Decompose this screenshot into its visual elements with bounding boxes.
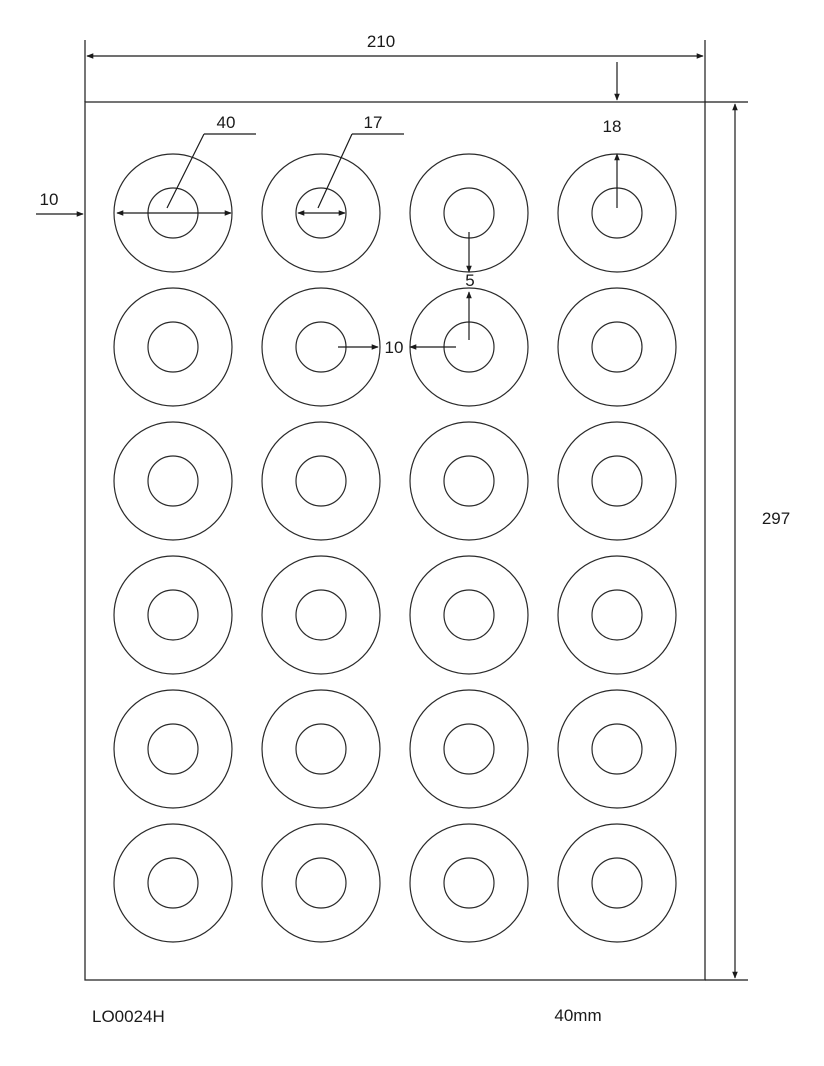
label-circle: [261, 689, 381, 809]
label-circle: [557, 823, 677, 943]
label-center-hole: [295, 455, 347, 507]
label-outer-ring: [557, 823, 677, 943]
label-center-hole: [147, 723, 199, 775]
label-circle: [557, 421, 677, 541]
label-circle: [113, 421, 233, 541]
label-center-hole: [443, 857, 495, 909]
label-circle: [557, 287, 677, 407]
hole-diameter-label: 17: [364, 113, 383, 132]
label-circle: [261, 823, 381, 943]
label-outer-ring: [113, 689, 233, 809]
label-center-hole: [295, 857, 347, 909]
label-outer-ring: [113, 823, 233, 943]
label-center-hole: [147, 321, 199, 373]
label-center-hole: [295, 723, 347, 775]
label-outer-ring: [261, 689, 381, 809]
label-circle: [557, 689, 677, 809]
label-diameter-label: 40: [217, 113, 236, 132]
label-outer-ring: [261, 153, 381, 273]
label-outer-ring: [409, 421, 529, 541]
label-center-hole: [295, 187, 347, 239]
label-circle: [409, 555, 529, 675]
width-label: 210: [367, 32, 395, 51]
horizontal-gap-label: 10: [385, 338, 404, 357]
label-center-hole: [591, 321, 643, 373]
label-outer-ring: [261, 823, 381, 943]
label-outer-ring: [409, 823, 529, 943]
label-diameter-dimension: [116, 133, 256, 216]
label-outer-ring: [113, 555, 233, 675]
label-center-hole: [443, 187, 495, 239]
vertical-gap-label: 5: [465, 271, 474, 290]
width-dimension: [84, 40, 706, 102]
label-center-hole: [591, 589, 643, 641]
label-outer-ring: [261, 421, 381, 541]
label-circle: [113, 555, 233, 675]
label-center-hole: [147, 589, 199, 641]
label-center-hole: [591, 723, 643, 775]
label-circle: [409, 421, 529, 541]
label-circle: [113, 287, 233, 407]
label-center-hole: [443, 455, 495, 507]
label-outer-ring: [557, 689, 677, 809]
label-center-hole: [591, 455, 643, 507]
label-outer-ring: [261, 555, 381, 675]
height-label: 297: [762, 509, 790, 528]
height-dimension: [705, 101, 748, 981]
label-circle: [261, 421, 381, 541]
label-center-hole: [443, 723, 495, 775]
sheet-outline: [84, 101, 706, 981]
label-center-hole: [295, 589, 347, 641]
label-circle: [409, 689, 529, 809]
label-center-hole: [147, 857, 199, 909]
label-outer-ring: [557, 555, 677, 675]
label-outer-ring: [409, 689, 529, 809]
label-size: 40mm: [554, 1006, 601, 1025]
label-circle: [409, 823, 529, 943]
product-code: LO0024H: [92, 1007, 165, 1026]
label-circle: [557, 555, 677, 675]
label-grid: [113, 153, 677, 943]
label-outer-ring: [113, 153, 233, 273]
label-circle: [113, 689, 233, 809]
label-outer-ring: [557, 287, 677, 407]
hole-diameter-dimension: [297, 133, 404, 216]
top-margin-label: 18: [603, 117, 622, 136]
label-circle: [261, 555, 381, 675]
label-circle: [113, 823, 233, 943]
label-center-hole: [591, 857, 643, 909]
label-center-hole: [147, 455, 199, 507]
label-outer-ring: [557, 421, 677, 541]
label-circle: [261, 153, 381, 273]
label-outer-ring: [409, 555, 529, 675]
left-margin-label: 10: [40, 190, 59, 209]
label-outer-ring: [113, 287, 233, 407]
label-outer-ring: [261, 287, 381, 407]
label-center-hole: [443, 589, 495, 641]
label-outer-ring: [113, 421, 233, 541]
